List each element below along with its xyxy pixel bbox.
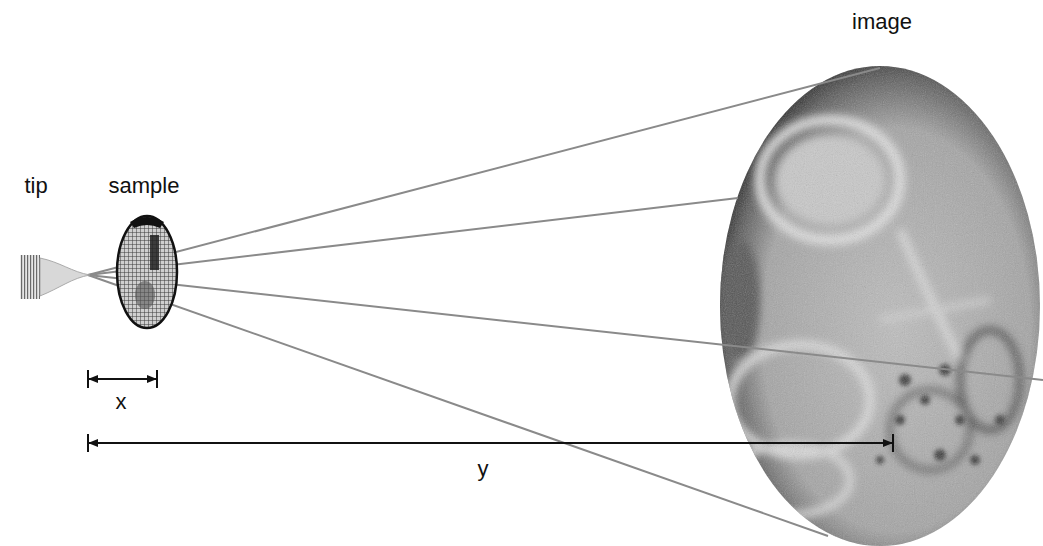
- part-label: y: [478, 457, 489, 481]
- tip-illustration: [20, 255, 90, 299]
- sample-illustration: [117, 216, 177, 328]
- dimension-y: [88, 434, 893, 452]
- part-label: sample: [109, 174, 180, 198]
- part-label: x: [116, 390, 127, 414]
- part-label: image: [852, 10, 912, 34]
- dimension-x: [88, 370, 157, 388]
- projection-rays: [88, 68, 1043, 536]
- part-label: tip: [24, 174, 47, 198]
- projected-image: [720, 66, 1040, 546]
